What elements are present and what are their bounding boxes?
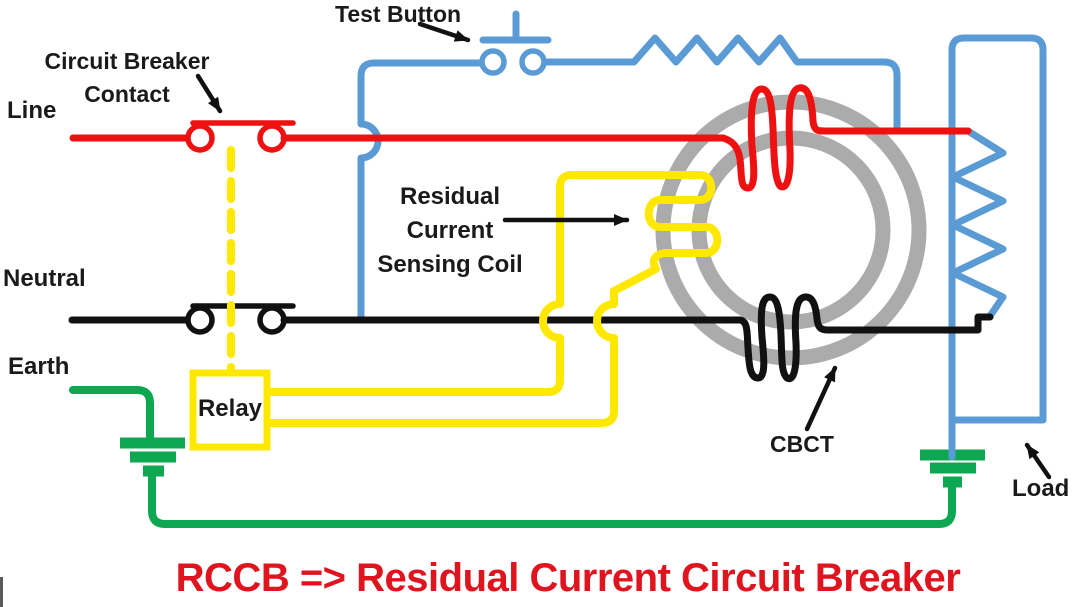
breaker-contact-label-line1: Circuit Breaker <box>44 48 210 74</box>
test-button-arrow <box>417 21 471 43</box>
relay-box <box>189 369 271 451</box>
test-button-contact-left <box>479 48 507 76</box>
test-resistor <box>541 34 901 132</box>
neutral-primary-coil <box>736 293 994 383</box>
load-resistor <box>949 127 1007 320</box>
load-label: Load <box>1012 475 1070 502</box>
test-circuit <box>357 10 901 324</box>
sensing-coil-label-line1: Residual <box>399 183 501 210</box>
test-button-label: Test Button <box>335 1 462 27</box>
breaker-contact-label-line2: Contact <box>84 81 170 107</box>
line-contact-right <box>257 123 287 153</box>
test-button-contact-right <box>519 48 547 76</box>
load <box>948 34 1047 461</box>
neutral-contact-right <box>257 305 287 335</box>
neutral-contact-left <box>185 305 215 335</box>
annotation-arrows <box>195 21 1052 480</box>
sensing-coil-label-line2: Current <box>406 217 494 244</box>
line-contact-left <box>185 123 215 153</box>
earth-symbol-left <box>120 437 185 477</box>
test-wire-left <box>357 59 485 324</box>
earth-wire-left <box>69 386 154 444</box>
relay-circuit <box>189 146 722 451</box>
earth-label: Earth <box>8 353 70 380</box>
breaker-contact-arrow <box>195 73 223 114</box>
load-arrow <box>1024 442 1052 480</box>
line-conductor <box>69 84 972 192</box>
scan-edge-artifact <box>0 577 3 607</box>
caption: RCCB => Residual Current Circuit Breaker <box>175 556 961 600</box>
earth-wire <box>69 386 985 528</box>
neutral-conductor <box>68 293 994 383</box>
neutral-label: Neutral <box>3 265 86 292</box>
load-box <box>948 34 1047 461</box>
cbct-arrow <box>804 365 838 432</box>
line-label: Line <box>7 97 57 124</box>
sensing-coil-top-wire <box>263 171 654 396</box>
sensing-coil-bottom-wire <box>263 287 618 427</box>
sensing-coil-label-line3: Sensing Coil <box>377 251 523 278</box>
test-button-plunger <box>479 10 552 44</box>
earth-wire-bottom <box>148 469 956 528</box>
line-primary-coil <box>719 84 972 192</box>
cbct-label: CBCT <box>770 431 834 457</box>
residual-current-sensing-coil <box>610 171 722 295</box>
relay-label: Relay <box>197 395 263 422</box>
